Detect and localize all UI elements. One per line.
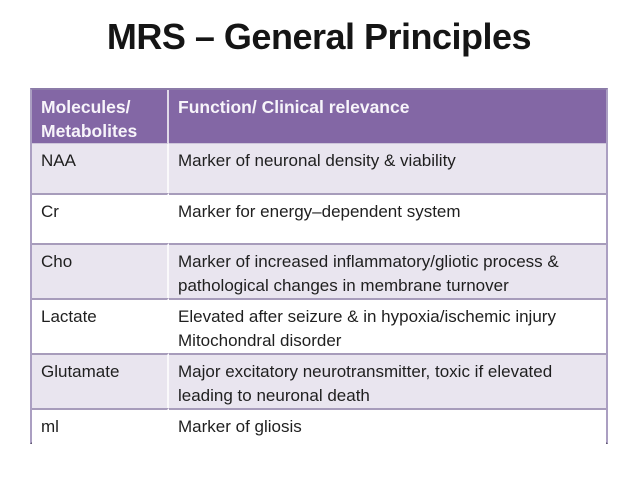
relevance-cell: Marker of neuronal density & viability xyxy=(169,143,606,193)
molecule-cell: Cr xyxy=(32,193,169,243)
column-header-function-clinical-relevance: Function/ Clinical relevance xyxy=(169,90,606,143)
table-row: Glutamate Major excitatory neurotransmit… xyxy=(32,353,606,408)
table-row: Cho Marker of increased inflammatory/gli… xyxy=(32,243,606,298)
molecule-cell: Cho xyxy=(32,243,169,298)
table-header-row: Molecules/ Metabolites Function/ Clinica… xyxy=(32,90,606,143)
relevance-cell: Marker for energy–dependent system xyxy=(169,193,606,243)
relevance-cell: Elevated after seizure & in hypoxia/isch… xyxy=(169,298,606,353)
column-header-molecules-metabolites: Molecules/ Metabolites xyxy=(32,90,169,143)
relevance-cell: Marker of gliosis xyxy=(169,408,606,453)
table-row: NAA Marker of neuronal density & viabili… xyxy=(32,143,606,193)
relevance-cell: Marker of increased inflammatory/gliotic… xyxy=(169,243,606,298)
table-row: Lactate Elevated after seizure & in hypo… xyxy=(32,298,606,353)
table-row: ml Marker of gliosis xyxy=(32,408,606,453)
table-row: Cr Marker for energy–dependent system xyxy=(32,193,606,243)
molecule-cell: Glutamate xyxy=(32,353,169,408)
molecule-cell: NAA xyxy=(32,143,169,193)
molecule-cell: ml xyxy=(32,408,169,453)
relevance-cell: Major excitatory neurotransmitter, toxic… xyxy=(169,353,606,408)
metabolites-table: Molecules/ Metabolites Function/ Clinica… xyxy=(32,90,606,453)
molecule-cell: Lactate xyxy=(32,298,169,353)
metabolites-table-frame: Molecules/ Metabolites Function/ Clinica… xyxy=(30,88,608,453)
slide-title: MRS – General Principles xyxy=(106,16,532,57)
